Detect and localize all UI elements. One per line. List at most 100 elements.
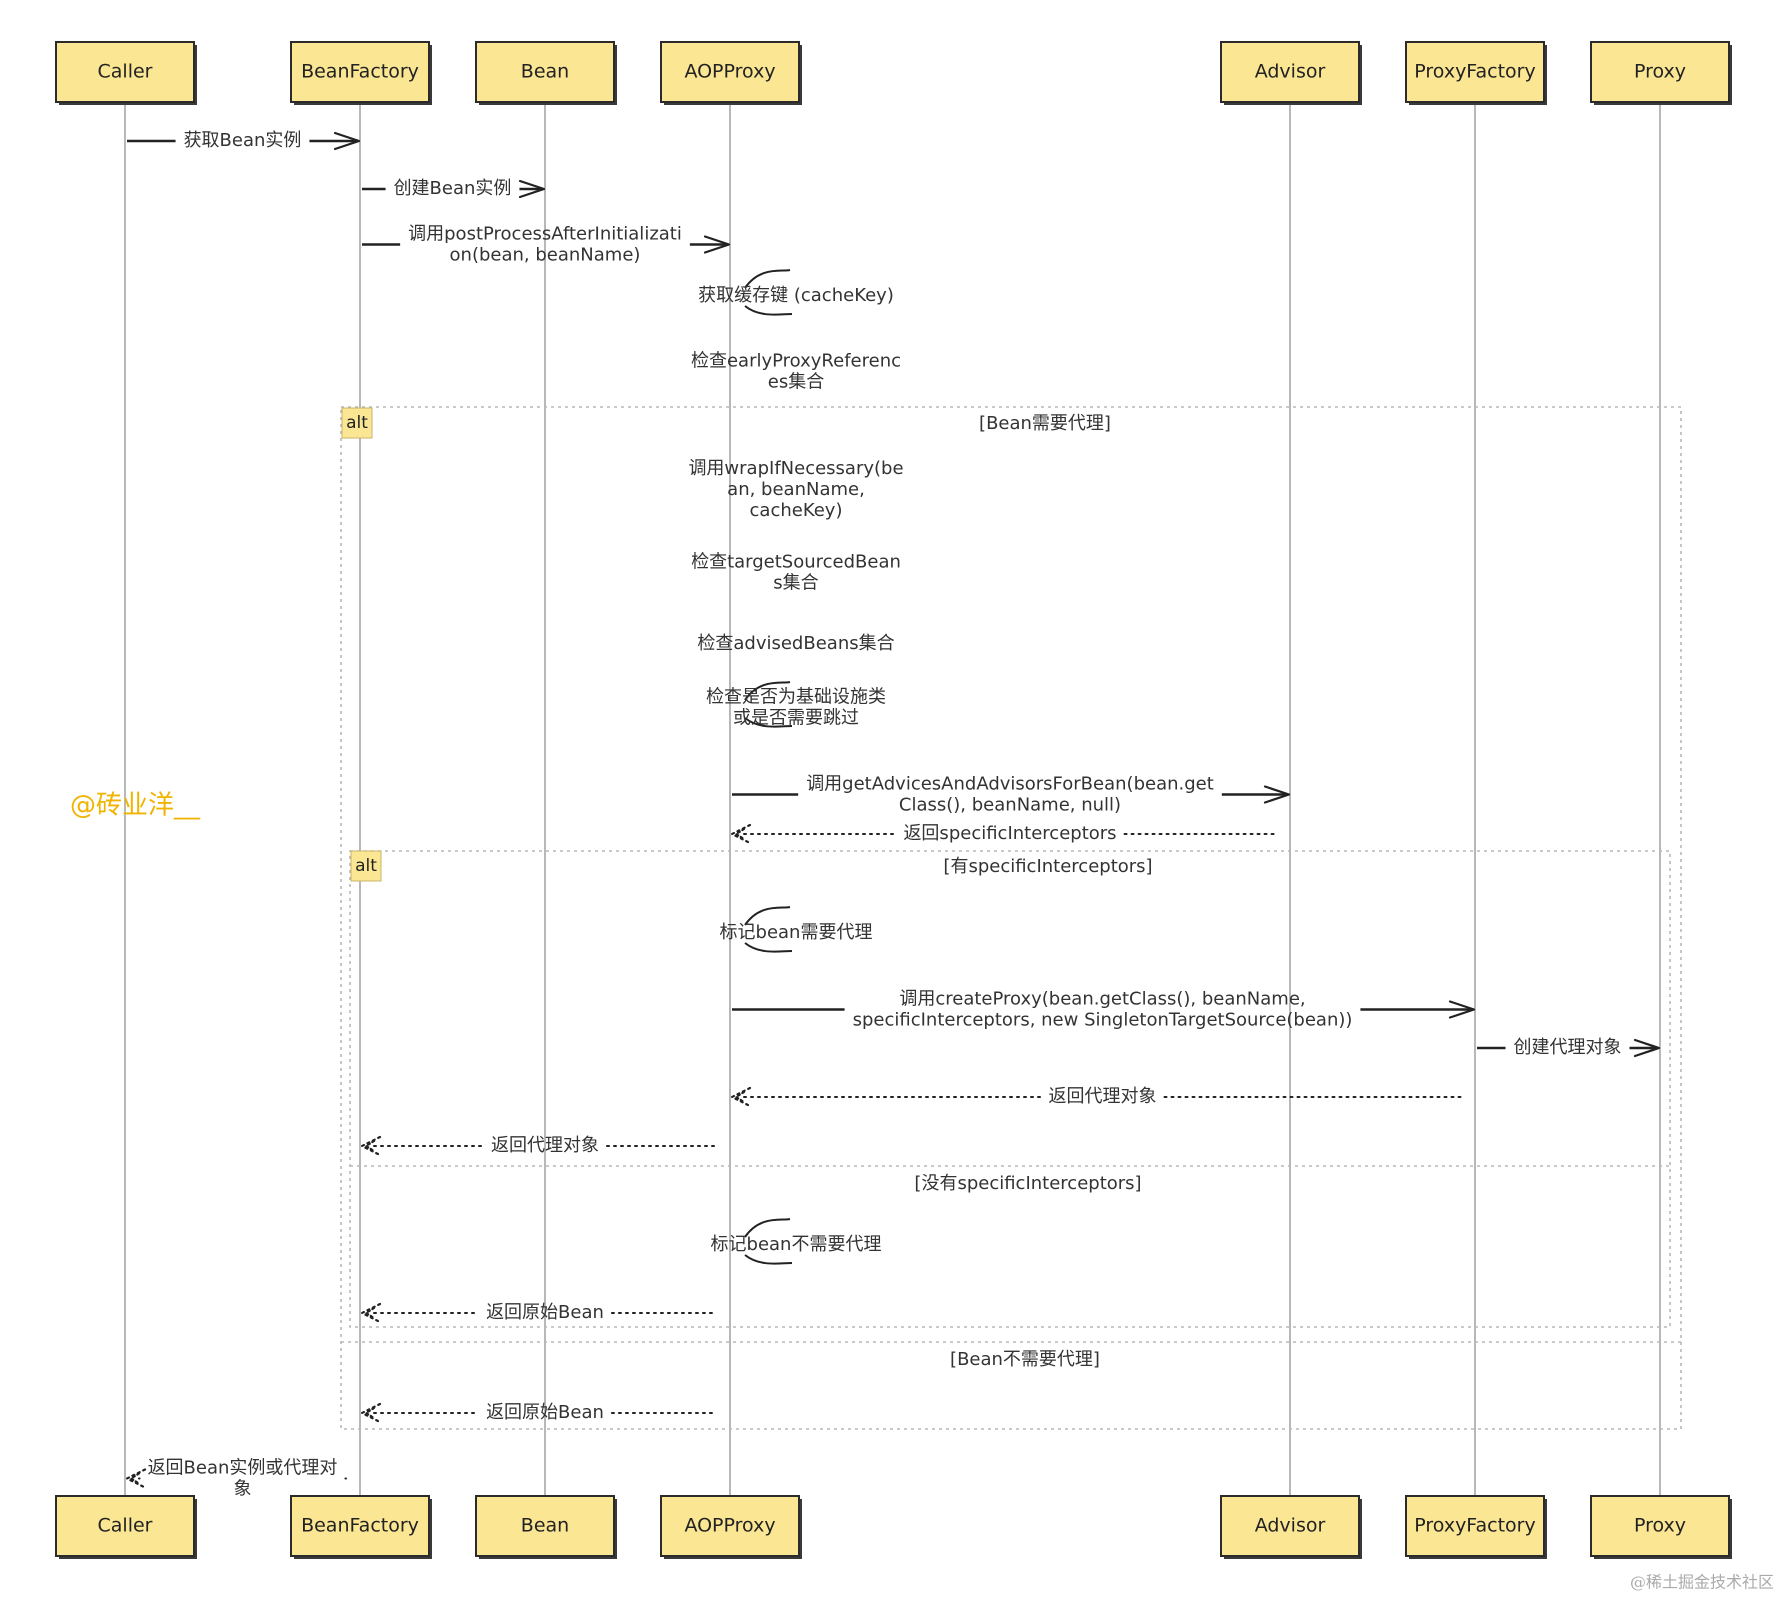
participant-box xyxy=(660,41,800,103)
message-label: s集合 xyxy=(773,573,818,594)
participant-label: Bean xyxy=(521,1515,569,1537)
self-call-arc xyxy=(744,942,793,953)
participant-proxy-top: Proxy xyxy=(1590,41,1732,105)
message: 调用wrapIfNecessary(bean, beanName,cacheKe… xyxy=(688,458,903,521)
message: 标记bean需要代理 xyxy=(720,906,873,953)
message-label: 象 xyxy=(234,1479,252,1500)
message-label: an, beanName, xyxy=(727,479,865,500)
message-label: 检查是否为基础设施类 xyxy=(706,687,886,708)
participant-label: Caller xyxy=(98,1515,153,1537)
alt-label: alt xyxy=(346,413,368,433)
message-label: 或是否需要跳过 xyxy=(733,708,859,729)
arrow-head xyxy=(360,1135,382,1157)
message-label: 返回Bean实例或代理对 xyxy=(148,1458,338,1479)
participant-bean-top: Bean xyxy=(475,41,617,105)
participant-box xyxy=(1220,41,1360,103)
participant-box xyxy=(475,41,615,103)
participant-proxyfactory-bottom: ProxyFactory xyxy=(1405,1495,1547,1559)
message-label: specificInterceptors, new SingletonTarge… xyxy=(853,1010,1353,1031)
site-credit: @稀土掘金技术社区 xyxy=(1630,1573,1774,1592)
participant-caller-top: Caller xyxy=(55,41,197,105)
message-label: 创建代理对象 xyxy=(1514,1037,1622,1058)
arrow-head xyxy=(364,1306,376,1320)
participant-aopproxy-bottom: AOPProxy xyxy=(660,1495,802,1559)
message-label: 返回代理对象 xyxy=(1049,1086,1157,1107)
participant-label: ProxyFactory xyxy=(1414,61,1535,83)
self-call-arc xyxy=(744,1254,793,1265)
participant-box xyxy=(475,1495,615,1557)
participant-label: ProxyFactory xyxy=(1414,1515,1535,1537)
message-label: cacheKey) xyxy=(750,500,843,521)
self-call-arc xyxy=(744,1218,791,1238)
message-label: 检查earlyProxyReferenc xyxy=(691,351,901,372)
message-label: 返回代理对象 xyxy=(491,1135,599,1156)
alt-label: alt xyxy=(355,856,377,876)
message-label: 调用getAdvicesAndAdvisorsForBean(bean.get xyxy=(806,774,1214,795)
participant-box xyxy=(1405,1495,1545,1557)
self-call-arc xyxy=(744,269,791,289)
message: 返回原始Bean xyxy=(360,1302,717,1324)
participant-label: BeanFactory xyxy=(301,1515,419,1537)
arrow-head xyxy=(734,1090,746,1104)
message: 获取Bean实例 xyxy=(127,130,361,151)
participant-label: Proxy xyxy=(1634,61,1686,83)
arrow-head xyxy=(730,823,752,845)
arrow-head xyxy=(364,1406,376,1420)
participant-box xyxy=(290,1495,430,1557)
participant-box xyxy=(1220,1495,1360,1557)
participant-box xyxy=(55,41,195,103)
participant-beanfactory-top: BeanFactory xyxy=(290,41,432,105)
fragment-guard: [Bean不需要代理] xyxy=(950,1349,1100,1370)
participant-label: AOPProxy xyxy=(684,61,775,83)
alt-fragment: alt [Bean需要代理] [Bean不需要代理] xyxy=(340,406,1682,1430)
arrow-head xyxy=(703,235,731,254)
participant-label: Caller xyxy=(98,61,153,83)
message-label: 调用wrapIfNecessary(be xyxy=(688,458,903,479)
participant-box xyxy=(290,41,430,103)
participant-beanfactory-bottom: BeanFactory xyxy=(290,1495,432,1559)
self-call-arc xyxy=(744,717,793,728)
message: 标记bean不需要代理 xyxy=(711,1218,881,1265)
participant-label: Advisor xyxy=(1255,1515,1326,1537)
message-label: Class(), beanName, null) xyxy=(899,795,1121,816)
message: 创建Bean实例 xyxy=(362,178,546,199)
message: 创建代理对象 xyxy=(1477,1037,1661,1058)
fragment-frame xyxy=(340,406,1682,1430)
participant-proxy-bottom: Proxy xyxy=(1590,1495,1732,1559)
participant-proxyfactory-top: ProxyFactory xyxy=(1405,41,1547,105)
message: 返回代理对象 xyxy=(360,1135,717,1157)
participant-box xyxy=(1405,41,1545,103)
arrow-head xyxy=(125,1468,147,1489)
message: 获取缓存键 (cacheKey) xyxy=(698,269,894,316)
arrow-head xyxy=(730,1086,752,1108)
self-call-arc xyxy=(744,681,791,701)
participant-box xyxy=(660,1495,800,1557)
participant-label: BeanFactory xyxy=(301,61,419,83)
alt-label-box xyxy=(350,850,382,882)
message-label: 获取Bean实例 xyxy=(184,130,302,151)
fragment-guard: [Bean需要代理] xyxy=(979,413,1111,434)
message: 调用createProxy(bean.getClass(), beanName,… xyxy=(732,989,1476,1031)
message-label: 标记bean需要代理 xyxy=(720,922,873,943)
message-label: 调用createProxy(bean.getClass(), beanName, xyxy=(899,989,1305,1010)
participant-label: AOPProxy xyxy=(684,1515,775,1537)
self-call-arc xyxy=(744,305,793,316)
participant-caller-bottom: Caller xyxy=(55,1495,197,1559)
arrow-head xyxy=(1448,1000,1476,1019)
self-call-arc xyxy=(744,906,791,926)
participant-label: Advisor xyxy=(1255,61,1326,83)
arrow-head xyxy=(518,179,546,199)
arrow-head xyxy=(734,827,746,841)
participant-advisor-bottom: Advisor xyxy=(1220,1495,1362,1559)
message-label: 检查advisedBeans集合 xyxy=(697,633,894,654)
message-label: 返回原始Bean xyxy=(486,1402,604,1423)
message-label: 调用postProcessAfterInitializati xyxy=(408,224,682,245)
arrow-head xyxy=(1263,785,1291,804)
fragment-guard: [有specificInterceptors] xyxy=(943,856,1152,877)
message-label: 创建Bean实例 xyxy=(394,178,512,199)
